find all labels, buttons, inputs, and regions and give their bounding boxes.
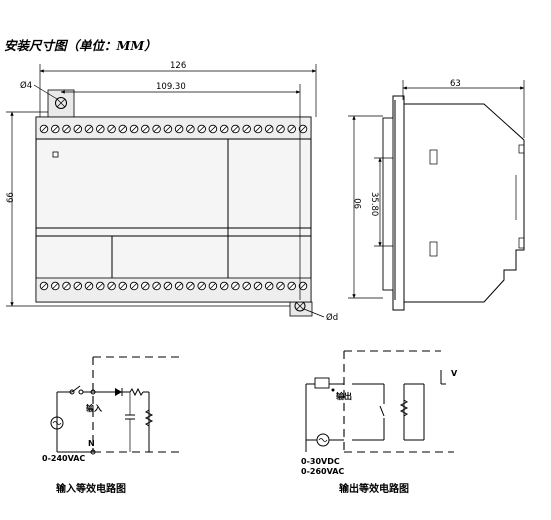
top-terminal-slot [266, 126, 273, 132]
input-terminal-label: 输入 [86, 403, 102, 413]
top-terminal-slot [277, 126, 284, 132]
dim-total-width-label: 126 [170, 61, 186, 71]
input-diode [115, 388, 122, 396]
bottom-terminal-slot [142, 283, 149, 289]
bottom-terminal-slot [52, 283, 59, 289]
output-voltage-dc-label: 0-30VDC [301, 457, 340, 466]
bottom-terminal-slot [255, 283, 261, 289]
bottom-terminal-slot [243, 283, 250, 289]
top-terminal-slot [176, 126, 182, 132]
front-view: 126 109.30 Ø4 Ød 66 [6, 61, 338, 323]
input-equivalent-circuit: 输入 N 0-240VAC 输入等效电路图 [42, 356, 181, 495]
top-terminal-slot [74, 126, 81, 132]
output-equivalent-circuit: V 输出 0-30VDC 0-260VAC 输出等效电路图 [301, 350, 458, 495]
top-mounting-hole [55, 97, 67, 109]
output-v-label: V [451, 369, 458, 378]
top-terminal-slot [108, 126, 115, 132]
output-terminal-label: 输出 [336, 391, 352, 401]
bottom-terminal-slot [86, 283, 92, 289]
bottom-terminal-slot [153, 283, 160, 289]
bottom-terminal-slot [74, 283, 81, 289]
plc-body-outline [35, 116, 312, 303]
dim-height-label: 66 [6, 192, 16, 203]
top-terminal-slot [210, 126, 216, 132]
bottom-terminal-slot [300, 283, 306, 289]
top-terminal-slot [52, 126, 59, 132]
bottom-terminal-slot [108, 283, 115, 289]
bottom-terminals [39, 281, 308, 291]
top-terminal-slot [142, 126, 149, 132]
bottom-terminal-slot [119, 283, 126, 289]
hole-top-diameter-label: Ø4 [20, 80, 32, 91]
input-circuit-caption: 输入等效电路图 [56, 482, 126, 495]
side-view: 63 90 35.80 [348, 79, 525, 311]
top-terminal-slot [63, 126, 70, 132]
output-voltage-ac-label: 0-260VAC [301, 467, 344, 476]
bottom-terminal-slot [176, 283, 182, 289]
top-terminal-slot [243, 126, 250, 132]
top-terminal-slot [300, 126, 306, 132]
dim-rail-label: 35.80 [369, 192, 379, 216]
dim-depth-label: 63 [450, 79, 461, 89]
side-slot-lower [429, 241, 438, 257]
output-relay-contact [379, 405, 385, 417]
top-terminal-slot [153, 126, 160, 132]
input-series-resistor [129, 387, 144, 397]
bottom-mounting-tab [289, 301, 313, 317]
top-terminals [39, 124, 308, 134]
bottom-terminal-slot [198, 283, 205, 289]
bottom-terminal-slot [63, 283, 70, 289]
output-load-box [314, 377, 330, 389]
input-switch [71, 385, 81, 393]
hole-bottom-diameter-label: Ød [326, 312, 338, 323]
top-terminal-slot [86, 126, 92, 132]
bottom-terminal-slot [266, 283, 273, 289]
top-terminal-slot [232, 126, 239, 132]
top-mounting-tab [47, 89, 75, 118]
top-terminal-slot [41, 126, 47, 132]
bottom-terminal-slot [187, 283, 194, 289]
bottom-terminal-strip [35, 277, 312, 303]
bottom-terminal-slot [165, 283, 171, 289]
dim-hole-spacing-label: 109.30 [156, 82, 186, 92]
din-rail-clip [382, 117, 394, 291]
bottom-terminal-slot [232, 283, 239, 289]
ac-source-symbol [50, 416, 64, 430]
status-led [52, 151, 59, 158]
bottom-terminal-slot [210, 283, 216, 289]
top-terminal-slot [255, 126, 261, 132]
top-terminal-slot [187, 126, 194, 132]
top-terminal-slot [288, 126, 295, 132]
drawing-title: 安装尺寸图（单位：MM） [4, 38, 157, 53]
top-terminal-slot [119, 126, 126, 132]
bottom-terminal-slot [131, 283, 137, 289]
input-shunt-resistor [144, 409, 154, 427]
output-shunt-resistor [399, 399, 409, 417]
top-terminal-slot [198, 126, 205, 132]
top-terminal-slot [221, 126, 228, 132]
output-circuit-caption: 输出等效电路图 [339, 482, 409, 495]
top-terminal-slot [97, 126, 104, 132]
input-voltage-label: 0-240VAC [42, 454, 85, 463]
top-terminal-slot [131, 126, 137, 132]
neutral-terminal-label: N [88, 439, 95, 448]
bottom-terminal-slot [221, 283, 228, 289]
top-terminal-slot [165, 126, 171, 132]
bottom-terminal-slot [41, 283, 47, 289]
side-body-profile [392, 95, 525, 311]
bottom-terminal-slot [288, 283, 295, 289]
bottom-terminal-slot [277, 283, 284, 289]
dim-side-height-label: 90 [354, 198, 364, 209]
side-slot-upper [429, 149, 438, 165]
bottom-terminal-slot [97, 283, 104, 289]
